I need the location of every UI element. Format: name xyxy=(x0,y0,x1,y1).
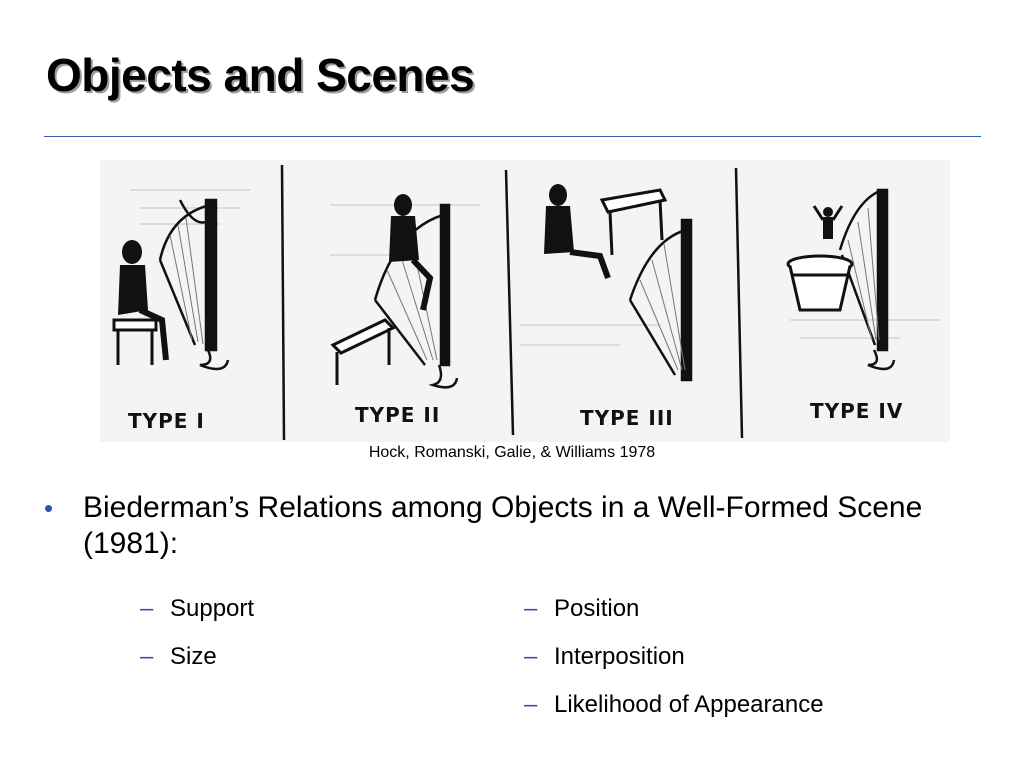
person-icon xyxy=(544,184,611,280)
dash-icon: – xyxy=(140,595,154,622)
slide-title: Objects and Scenes xyxy=(46,49,475,101)
panel-type-4: TYPE IV xyxy=(786,188,903,423)
person-icon xyxy=(118,240,169,361)
sub-item-label: Likelihood of Appearance xyxy=(554,691,824,718)
harp-icon xyxy=(158,198,230,371)
sub-item-likelihood: –Likelihood of Appearance xyxy=(524,690,824,720)
sub-item-size: –Size xyxy=(140,642,217,672)
title-divider xyxy=(44,136,981,137)
dash-icon: – xyxy=(524,643,538,670)
panel-label: TYPE III xyxy=(580,406,674,430)
dash-icon: – xyxy=(524,691,538,718)
sub-item-label: Position xyxy=(554,595,640,622)
sub-item-position: –Position xyxy=(524,594,639,624)
dash-icon: – xyxy=(140,643,154,670)
figure-caption: Hock, Romanski, Galie, & Williams 1978 xyxy=(368,444,656,461)
sub-item-label: Interposition xyxy=(554,643,685,670)
panel-type-3: TYPE III xyxy=(544,184,693,430)
sub-item-interposition: –Interposition xyxy=(524,642,685,672)
panel-type-1: TYPE I xyxy=(112,198,230,433)
bullet-text: Biederman’s Relations among Objects in a… xyxy=(83,491,923,560)
stool-icon xyxy=(599,188,668,256)
panel-type-2: TYPE II xyxy=(330,194,459,427)
bullet-icon: • xyxy=(44,493,54,523)
sub-item-label: Support xyxy=(170,595,255,622)
person-icon xyxy=(389,194,434,311)
stool-icon xyxy=(330,318,396,385)
person-icon xyxy=(812,205,844,239)
type-panels-figure: TYPE I TYPE II xyxy=(100,160,950,442)
panel-label: TYPE I xyxy=(128,409,205,433)
stool-icon xyxy=(112,318,158,365)
dash-icon: – xyxy=(524,595,538,622)
sub-item-label: Size xyxy=(170,643,217,670)
panel-label: TYPE IV xyxy=(810,399,903,423)
panel-label: TYPE II xyxy=(355,403,440,427)
sub-item-support: –Support xyxy=(140,594,254,624)
flowerpot-icon xyxy=(786,254,854,312)
